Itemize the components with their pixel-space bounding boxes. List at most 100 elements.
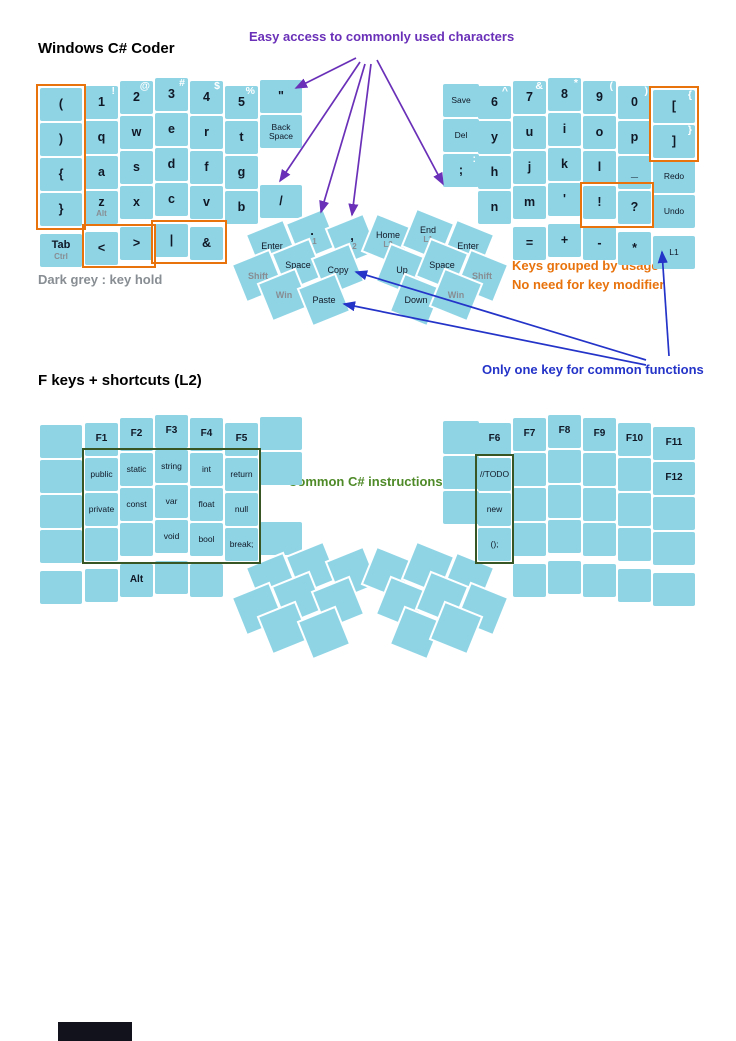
main-left-key-f[interactable]: f (190, 151, 223, 184)
l2-right-key-f10[interactable]: F10 (618, 423, 651, 456)
main-left-thumb-key-period[interactable]: .L1 (287, 210, 337, 260)
l2-right-key-blank-r2c5[interactable] (618, 493, 651, 526)
l2-left-key-blank-r0c6[interactable] (260, 417, 302, 450)
main-right-key-equals[interactable]: = (513, 227, 546, 260)
main-right-key-question[interactable]: ? (618, 191, 651, 224)
main-right-key-y[interactable]: y (478, 121, 511, 154)
main-left-key-e[interactable]: e (155, 113, 188, 146)
main-right-key-9[interactable]: (9 (583, 80, 616, 114)
l2-right-key-blank-r3c3[interactable] (548, 520, 581, 553)
main-left-key-pipe[interactable]: | (155, 224, 188, 257)
main-left-thumb-key-space[interactable]: Space (273, 240, 323, 290)
main-left-key-5[interactable]: %5 (225, 85, 258, 119)
main-left-thumb-key-paste[interactable]: Paste (299, 275, 349, 325)
l2-right-key-todo-comment[interactable]: //TODO (478, 458, 511, 491)
l2-left-key-f1[interactable]: F1 (85, 423, 118, 456)
l2-right-key-blank-r3c2[interactable] (513, 523, 546, 556)
l2-left-key-blank-r0c0[interactable] (40, 425, 82, 458)
l2-right-key-blank-r2c3[interactable] (548, 485, 581, 518)
main-right-key-plus[interactable]: + (548, 224, 581, 257)
main-left-thumb-key-enter[interactable]: Enter (247, 221, 297, 271)
l2-left-key-private[interactable]: private (85, 493, 118, 526)
l2-right-key-blank-r4c4[interactable] (583, 564, 616, 597)
main-right-thumb-key-space[interactable]: Space (417, 240, 467, 290)
l2-left-key-float[interactable]: float (190, 488, 223, 521)
main-left-thumb-key-shift[interactable]: Shift (233, 251, 283, 301)
l2-right-key-f6[interactable]: F6 (478, 423, 511, 456)
main-right-key-apostrophe[interactable]: ' (548, 183, 581, 216)
main-right-thumb-key-down[interactable]: Down (391, 275, 441, 325)
l2-right-key-f9[interactable]: F9 (583, 418, 616, 451)
l2-right-key-blank-r1c5[interactable] (618, 458, 651, 491)
l2-right-key-blank-r2c4[interactable] (583, 488, 616, 521)
l2-left-key-static[interactable]: static (120, 453, 153, 486)
main-right-key-o[interactable]: o (583, 116, 616, 149)
main-left-key-4[interactable]: $4 (190, 80, 223, 114)
l2-left-key-bool[interactable]: bool (190, 523, 223, 556)
main-right-key-p[interactable]: p (618, 121, 651, 154)
main-right-key-i[interactable]: i (548, 113, 581, 146)
l2-left-key-blank-r3c1[interactable] (85, 528, 118, 561)
main-left-key-3[interactable]: #3 (155, 77, 188, 111)
main-left-key-back-space[interactable]: Back Space (260, 115, 302, 148)
l2-right-key-blank-r3c5[interactable] (618, 528, 651, 561)
main-right-thumb-key-up[interactable]: Up (377, 245, 427, 295)
l2-right-key-f8[interactable]: F8 (548, 415, 581, 448)
l2-right-key-blank-r4c3[interactable] (548, 561, 581, 594)
l2-right-key-f11[interactable]: F11 (653, 427, 695, 460)
main-left-thumb-key-comma[interactable]: ,L2 (327, 215, 377, 265)
main-left-key-w[interactable]: w (120, 116, 153, 149)
main-left-key-slash[interactable]: / (260, 185, 302, 218)
l2-right-key-blank-r1c0[interactable] (443, 456, 479, 489)
l2-left-key-public[interactable]: public (85, 458, 118, 491)
l2-left-key-blank-r3c0[interactable] (40, 530, 82, 563)
main-left-key-greater-than[interactable]: > (120, 227, 153, 260)
l2-right-key-blank-r4c2[interactable] (513, 564, 546, 597)
main-left-key-v[interactable]: v (190, 186, 223, 219)
main-left-key-r[interactable]: r (190, 116, 223, 149)
main-left-key-d[interactable]: d (155, 148, 188, 181)
l2-left-key-f4[interactable]: F4 (190, 418, 223, 451)
l2-right-key-f12[interactable]: F12 (653, 462, 695, 495)
main-right-key-7[interactable]: &7 (513, 80, 546, 114)
l2-right-key-blank-r0c0[interactable] (443, 421, 479, 454)
l2-right-key-blank-r3c4[interactable] (583, 523, 616, 556)
main-left-key-close-paren[interactable]: ) (40, 123, 82, 156)
l2-right-thumb-key-blank-r2c0[interactable] (391, 608, 441, 658)
main-left-key-c[interactable]: c (155, 183, 188, 216)
main-left-key-t[interactable]: t (225, 121, 258, 154)
l2-left-key-blank-r1c0[interactable] (40, 460, 82, 493)
l2-right-key-blank-r1c4[interactable] (583, 453, 616, 486)
main-left-key-ampersand[interactable]: & (190, 227, 223, 260)
main-right-key-open-bracket[interactable]: {[ (653, 89, 695, 123)
l2-left-key-blank-r4c1[interactable] (85, 569, 118, 602)
l2-left-key-var[interactable]: var (155, 485, 188, 518)
l2-left-thumb-key-blank-r2c1[interactable] (259, 603, 309, 653)
main-right-key-k[interactable]: k (548, 148, 581, 181)
main-right-key-m[interactable]: m (513, 186, 546, 219)
l2-left-key-void[interactable]: void (155, 520, 188, 553)
l2-right-key-blank-r2c2[interactable] (513, 488, 546, 521)
main-right-key-h[interactable]: h (478, 156, 511, 189)
main-right-key-undo[interactable]: Undo (653, 195, 695, 228)
main-left-key-close-brace[interactable]: } (40, 193, 82, 226)
l2-right-key-blank-r1c2[interactable] (513, 453, 546, 486)
l2-left-key-f5[interactable]: F5 (225, 423, 258, 456)
main-right-key-semicolon[interactable]: :; (443, 153, 479, 187)
main-right-key-close-bracket[interactable]: }] (653, 124, 695, 158)
l2-right-key-blank-r2c6[interactable] (653, 497, 695, 530)
main-right-key-j[interactable]: j (513, 151, 546, 184)
main-left-thumb-key-win[interactable]: Win (259, 270, 309, 320)
l2-left-key-f3[interactable]: F3 (155, 415, 188, 448)
main-right-key-8[interactable]: *8 (548, 77, 581, 111)
main-right-thumb-key-enter[interactable]: Enter (443, 221, 493, 271)
main-left-key-open-paren[interactable]: ( (40, 88, 82, 121)
l2-left-key-f2[interactable]: F2 (120, 418, 153, 451)
main-right-key-6[interactable]: ^6 (478, 85, 511, 119)
main-right-key-asterisk[interactable]: * (618, 232, 651, 265)
l2-left-key-null[interactable]: null (225, 493, 258, 526)
l2-right-thumb-key-blank-r2c1[interactable] (431, 603, 481, 653)
l2-left-key-blank-r2c0[interactable] (40, 495, 82, 528)
